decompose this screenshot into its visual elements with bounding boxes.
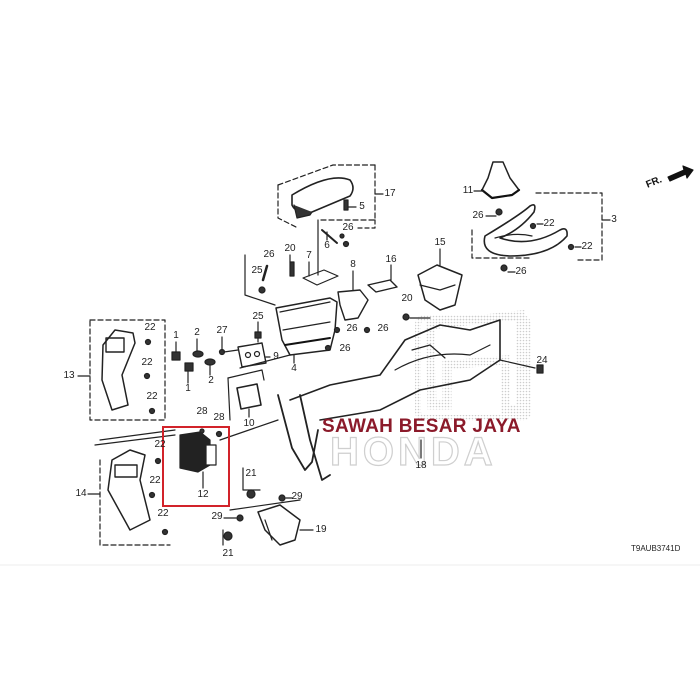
- part-callout-20: 20: [401, 293, 413, 304]
- part-callout-26: 26: [263, 249, 275, 260]
- part-callout-22: 22: [149, 475, 161, 486]
- diagram-code: T9AUB3741D: [631, 544, 681, 553]
- part-callout-21: 21: [222, 548, 234, 559]
- part-callout-19: 19: [315, 524, 327, 535]
- part-callout-25: 25: [251, 265, 263, 276]
- part-callout-16: 16: [385, 254, 397, 265]
- part-callout-28: 28: [213, 412, 225, 423]
- part-callout-10: 10: [243, 418, 255, 429]
- part-callout-22: 22: [543, 218, 555, 229]
- part-callout-29: 29: [291, 491, 303, 502]
- part-callout-21: 21: [245, 468, 257, 479]
- part-callout-29: 29: [211, 511, 223, 522]
- part-callout-22: 22: [581, 241, 593, 252]
- part-callout-17: 17: [384, 188, 396, 199]
- part-callout-26: 26: [472, 210, 484, 221]
- part-callout-8: 8: [350, 259, 356, 270]
- part-callout-2: 2: [208, 375, 214, 386]
- part-callout-11: 11: [462, 185, 474, 196]
- honda-text-watermark: HONDA: [329, 429, 497, 474]
- part-callout-22: 22: [146, 391, 158, 402]
- part-callout-26: 26: [339, 343, 351, 354]
- part-callout-15: 15: [434, 237, 446, 248]
- store-watermark: SAWAH BESAR JAYA: [322, 416, 521, 437]
- part-callout-28: 28: [196, 406, 208, 417]
- part-callout-9: 9: [273, 351, 279, 362]
- part-callout-27: 27: [216, 325, 228, 336]
- part-callout-1: 1: [185, 383, 191, 394]
- part-callout-3: 3: [611, 214, 617, 225]
- part-callout-1: 1: [173, 330, 179, 341]
- part-callout-26: 26: [515, 266, 527, 277]
- part-callout-6: 6: [324, 240, 330, 251]
- part-callout-12: 12: [197, 489, 209, 500]
- part-callout-5: 5: [359, 201, 365, 212]
- honda-logo-watermark: [415, 309, 531, 421]
- part-callout-2: 2: [194, 327, 200, 338]
- highlight-box-part-12: [162, 426, 230, 507]
- part-callout-22: 22: [141, 357, 153, 368]
- part-callout-24: 24: [536, 355, 548, 366]
- part-callout-18: 18: [415, 460, 427, 471]
- part-callout-13: 13: [63, 370, 75, 381]
- part-callout-22: 22: [144, 322, 156, 333]
- part-callout-26: 26: [342, 222, 354, 233]
- part-callout-4: 4: [291, 363, 297, 374]
- part-callout-22: 22: [154, 439, 166, 450]
- part-callout-14: 14: [75, 488, 87, 499]
- part-callout-7: 7: [306, 250, 312, 261]
- part-callout-26: 26: [377, 323, 389, 334]
- part-callout-25: 25: [252, 311, 264, 322]
- part-callout-20: 20: [284, 243, 296, 254]
- part-callout-26: 26: [346, 323, 358, 334]
- part-callout-22: 22: [157, 508, 169, 519]
